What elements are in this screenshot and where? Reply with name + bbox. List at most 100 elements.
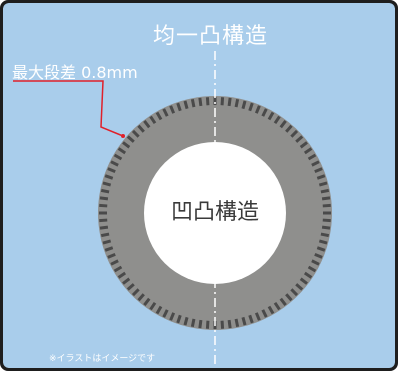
edge-tooth	[295, 135, 304, 143]
center-label: 凹凸構造	[170, 200, 259, 225]
edge-tooth	[143, 297, 151, 306]
edge-tooth	[311, 160, 320, 167]
diagram-panel: 均一凸構造 最大段差 0.8mm 凹凸構造 ※イラストはイメージです	[3, 3, 395, 368]
edge-tooth	[273, 115, 281, 125]
edge-tooth	[122, 277, 131, 285]
edge-tooth	[122, 141, 131, 149]
edge-tooth	[290, 288, 299, 297]
edge-tooth	[318, 181, 328, 187]
edge-tooth	[248, 314, 254, 324]
edge-tooth	[190, 318, 196, 328]
edge-tooth	[205, 320, 210, 329]
edge-tooth	[169, 312, 176, 321]
edge-tooth	[126, 135, 135, 143]
edge-tooth	[307, 265, 317, 273]
edge-tooth	[198, 97, 203, 107]
edge-tooth	[320, 232, 330, 238]
edge-tooth	[227, 319, 232, 329]
edge-tooth	[299, 141, 308, 149]
edge-tooth	[322, 203, 331, 208]
edge-tooth	[254, 312, 261, 321]
edge-tooth	[254, 105, 261, 114]
edge-tooth	[102, 239, 112, 245]
edge-tooth	[183, 100, 189, 110]
edge-tooth	[137, 124, 145, 133]
edge-tooth	[273, 301, 281, 311]
edge-tooth	[303, 147, 313, 155]
edge-tooth	[285, 293, 293, 302]
edge-tooth	[299, 277, 308, 285]
edge-tooth	[295, 283, 304, 291]
disc-diagram	[13, 51, 332, 368]
edge-tooth	[126, 283, 135, 291]
edge-teeth	[99, 97, 331, 329]
edge-tooth	[198, 319, 203, 329]
edge-tooth	[107, 167, 116, 174]
edge-tooth	[117, 147, 127, 155]
center-hole	[144, 142, 286, 284]
edge-tooth	[234, 318, 240, 328]
edge-tooth	[318, 239, 328, 245]
edge-tooth	[100, 188, 110, 194]
edge-tooth	[99, 225, 109, 230]
edge-tooth	[155, 111, 163, 121]
leader-point	[121, 134, 125, 138]
edge-tooth	[143, 120, 151, 129]
leader-line	[13, 80, 124, 137]
edge-tooth	[169, 105, 176, 114]
grooved-disc	[98, 96, 332, 330]
edge-tooth	[220, 320, 225, 329]
edge-tooth	[248, 102, 254, 112]
diagram-title: 均一凸構造	[153, 24, 269, 49]
edge-tooth	[176, 102, 182, 112]
edge-tooth	[322, 218, 331, 223]
edge-tooth	[267, 111, 275, 121]
edge-tooth	[290, 129, 299, 138]
edge-tooth	[227, 97, 232, 107]
edge-tooth	[314, 252, 323, 259]
edge-tooth	[285, 124, 293, 133]
edge-tooth	[241, 316, 247, 326]
edge-tooth	[113, 265, 123, 273]
edge-tooth	[162, 309, 169, 318]
edge-tooth	[137, 293, 145, 302]
edge-tooth	[102, 181, 112, 187]
edge-tooth	[190, 98, 196, 108]
edge-tooth	[104, 246, 114, 252]
edge-tooth	[267, 305, 275, 315]
edge-tooth	[99, 218, 108, 223]
edge-tooth	[311, 259, 320, 266]
edge-tooth	[205, 97, 210, 106]
edge-tooth	[307, 153, 317, 161]
edge-tooth	[183, 316, 189, 326]
edge-tooth	[261, 108, 268, 117]
edge-tooth	[234, 98, 240, 108]
edge-tooth	[149, 115, 157, 125]
edge-tooth	[303, 271, 313, 279]
edge-tooth	[155, 305, 163, 315]
edge-tooth	[220, 97, 225, 106]
edge-tooth	[107, 252, 116, 259]
edge-tooth	[162, 108, 169, 117]
edge-tooth	[117, 271, 127, 279]
edge-tooth	[279, 120, 287, 129]
edge-tooth	[261, 309, 268, 318]
edge-tooth	[176, 314, 182, 324]
edge-tooth	[100, 232, 110, 238]
edge-tooth	[149, 301, 157, 311]
edge-tooth	[320, 188, 330, 194]
edge-tooth	[321, 196, 331, 201]
edge-tooth	[110, 160, 119, 167]
edge-tooth	[104, 174, 114, 180]
edge-tooth	[316, 246, 326, 252]
step-height-label: 最大段差 0.8mm	[12, 63, 138, 82]
edge-tooth	[241, 100, 247, 110]
edge-tooth	[316, 174, 326, 180]
illustration-note: ※イラストはイメージです	[49, 354, 156, 364]
edge-tooth	[279, 297, 287, 306]
edge-tooth	[131, 129, 140, 138]
edge-tooth	[99, 203, 108, 208]
edge-tooth	[314, 167, 323, 174]
edge-tooth	[110, 259, 119, 266]
